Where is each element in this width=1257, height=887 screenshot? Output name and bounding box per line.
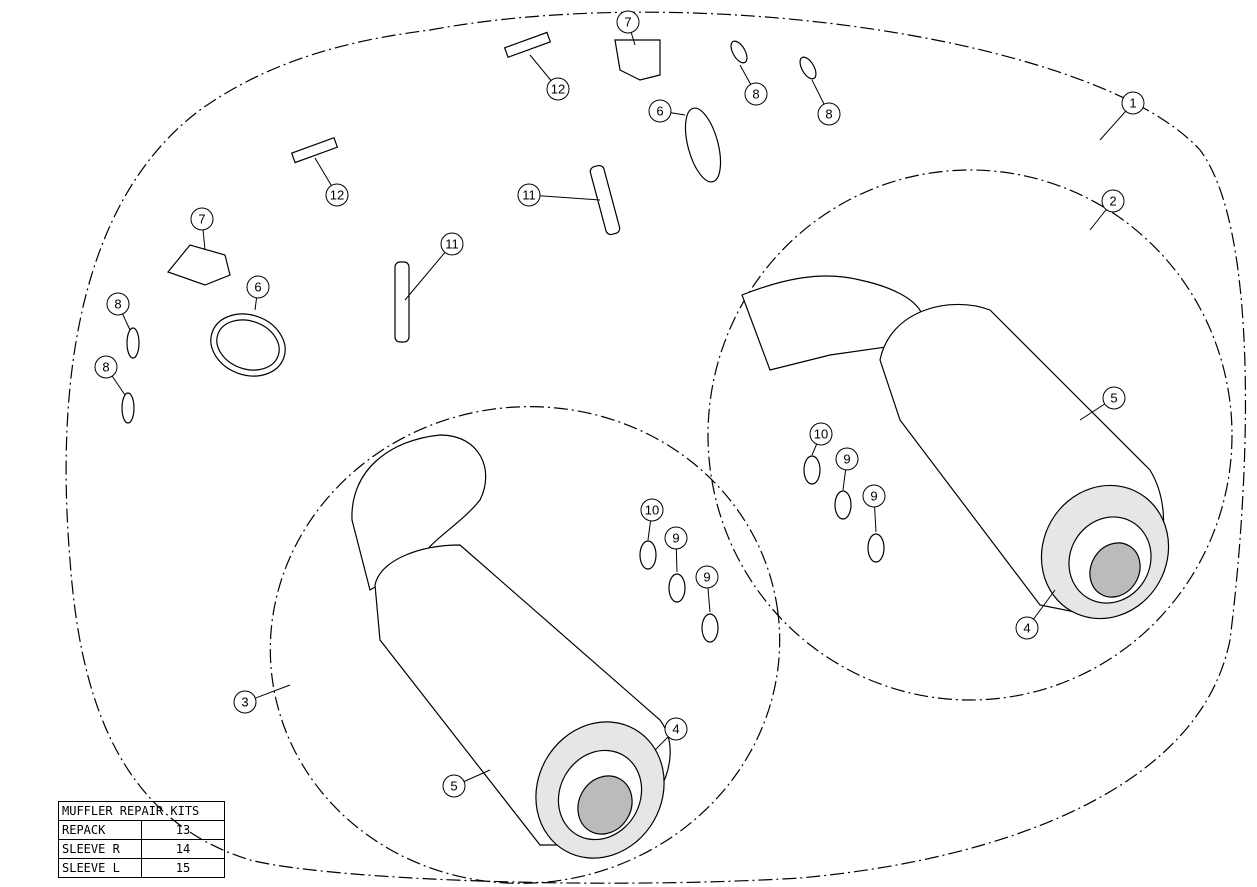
kit-number: 13 <box>141 820 225 840</box>
callout-circle <box>664 717 688 741</box>
callout-8: 8 <box>106 292 131 331</box>
callout-number: 12 <box>551 82 565 97</box>
callout-number: 10 <box>814 427 828 442</box>
callout-4: 4 <box>1015 589 1056 640</box>
callout-number: 10 <box>645 503 659 518</box>
callout-number: 9 <box>843 452 850 467</box>
callout-circle <box>744 82 768 106</box>
callout-number: 7 <box>624 15 631 30</box>
callout-8: 8 <box>739 64 768 106</box>
callout-number: 8 <box>114 297 121 312</box>
callout-circle <box>1015 616 1039 640</box>
callout-10: 10 <box>640 498 664 541</box>
callout-number: 8 <box>825 107 832 122</box>
kit-number: 14 <box>141 839 225 859</box>
callout-circle <box>1121 91 1145 115</box>
callout-circle <box>233 690 257 714</box>
callout-12: 12 <box>314 157 349 207</box>
callout-circle <box>517 183 541 207</box>
muffler-left <box>351 434 671 859</box>
callout-7: 7 <box>190 207 214 251</box>
group-2-outline <box>707 169 1233 701</box>
callout-number: 4 <box>1023 621 1030 636</box>
callout-circle <box>809 422 833 446</box>
callout-circle <box>862 484 886 508</box>
callout-circle <box>1101 189 1125 213</box>
callout-6: 6 <box>246 275 270 311</box>
muffler-right <box>741 275 1170 620</box>
callout-circle <box>440 232 464 256</box>
callout-8: 8 <box>811 79 841 126</box>
kits-table-title: MUFFLER REPAIR KITS <box>58 801 225 821</box>
callout-circle <box>664 526 688 550</box>
callout-3: 3 <box>233 684 291 714</box>
callout-1: 1 <box>1099 91 1145 141</box>
callout-circle <box>546 77 570 101</box>
callout-6: 6 <box>648 99 686 123</box>
callout-number: 3 <box>241 695 248 710</box>
callout-number: 1 <box>1129 96 1136 111</box>
callout-9: 9 <box>835 447 859 491</box>
callout-circle <box>325 183 349 207</box>
callout-number: 2 <box>1109 194 1116 209</box>
callout-11: 11 <box>404 232 464 301</box>
kit-label: SLEEVE R <box>58 839 142 859</box>
callout-number: 9 <box>703 570 710 585</box>
callout-circle <box>106 292 130 316</box>
group-1-outline <box>65 11 1247 884</box>
kit-label: REPACK <box>58 820 142 840</box>
callout-circle <box>695 565 719 589</box>
callout-5: 5 <box>442 769 491 798</box>
callout-number: 6 <box>254 280 261 295</box>
callout-circle <box>190 207 214 231</box>
callout-circle <box>1102 386 1126 410</box>
callout-12: 12 <box>529 54 570 101</box>
kit-label: SLEEVE L <box>58 858 142 878</box>
leader-line <box>528 194 601 201</box>
callout-9: 9 <box>664 526 688 573</box>
callout-7: 7 <box>616 10 640 46</box>
callout-number: 11 <box>522 188 536 203</box>
callout-circle <box>442 774 466 798</box>
callout-number: 11 <box>445 237 459 252</box>
callout-circle <box>246 275 270 299</box>
small-parts <box>121 31 885 643</box>
callout-number: 7 <box>198 212 205 227</box>
callout-circle <box>817 102 841 126</box>
callout-number: 5 <box>450 779 457 794</box>
callout-number: 8 <box>752 87 759 102</box>
callout-9: 9 <box>862 484 886 533</box>
kit-number: 15 <box>141 858 225 878</box>
callout-2: 2 <box>1089 189 1125 231</box>
callout-number: 6 <box>656 104 663 119</box>
callout-circle <box>94 355 118 379</box>
callout-8: 8 <box>94 355 126 396</box>
callout-5: 5 <box>1079 386 1126 421</box>
callout-number: 9 <box>870 489 877 504</box>
callout-4: 4 <box>654 717 688 751</box>
callout-circle <box>616 10 640 34</box>
leader-line <box>404 243 453 301</box>
callout-number: 5 <box>1110 391 1117 406</box>
callout-number: 9 <box>672 531 679 546</box>
callout-number: 12 <box>330 188 344 203</box>
callout-9: 9 <box>695 565 719 613</box>
group-3-outline <box>269 406 781 884</box>
callout-circle <box>835 447 859 471</box>
callout-circle <box>648 99 672 123</box>
callout-circle <box>640 498 664 522</box>
callout-number: 4 <box>672 722 679 737</box>
callout-number: 8 <box>102 360 109 375</box>
callout-11: 11 <box>517 183 601 207</box>
callout-10: 10 <box>809 422 833 456</box>
